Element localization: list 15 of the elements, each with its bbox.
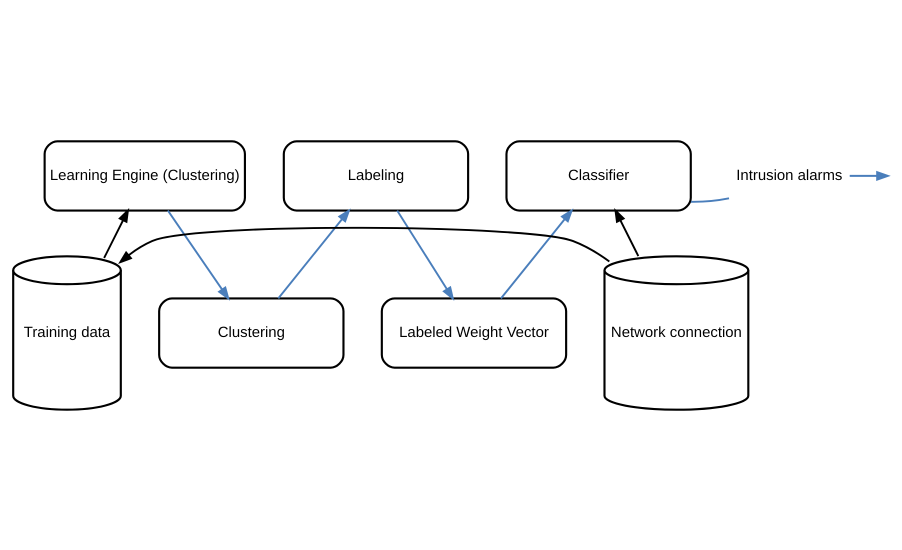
- arrow: [850, 170, 891, 180]
- arrow: [103, 207, 130, 258]
- connector: [691, 196, 730, 202]
- arrow: [118, 226, 610, 264]
- arrow: [167, 210, 230, 300]
- arrow: [614, 207, 640, 256]
- node-box: Labeling: [282, 140, 470, 212]
- node-text: Intrusion alarms: [736, 167, 842, 184]
- arrow: [500, 208, 574, 298]
- node-box: Clustering: [158, 296, 345, 368]
- node-box: Labeled Weight Vector: [380, 296, 568, 368]
- arrow: [396, 210, 454, 300]
- node-box: Learning Engine (Clustering): [44, 140, 246, 212]
- node-box: Classifier: [505, 140, 692, 212]
- arrow: [278, 208, 351, 298]
